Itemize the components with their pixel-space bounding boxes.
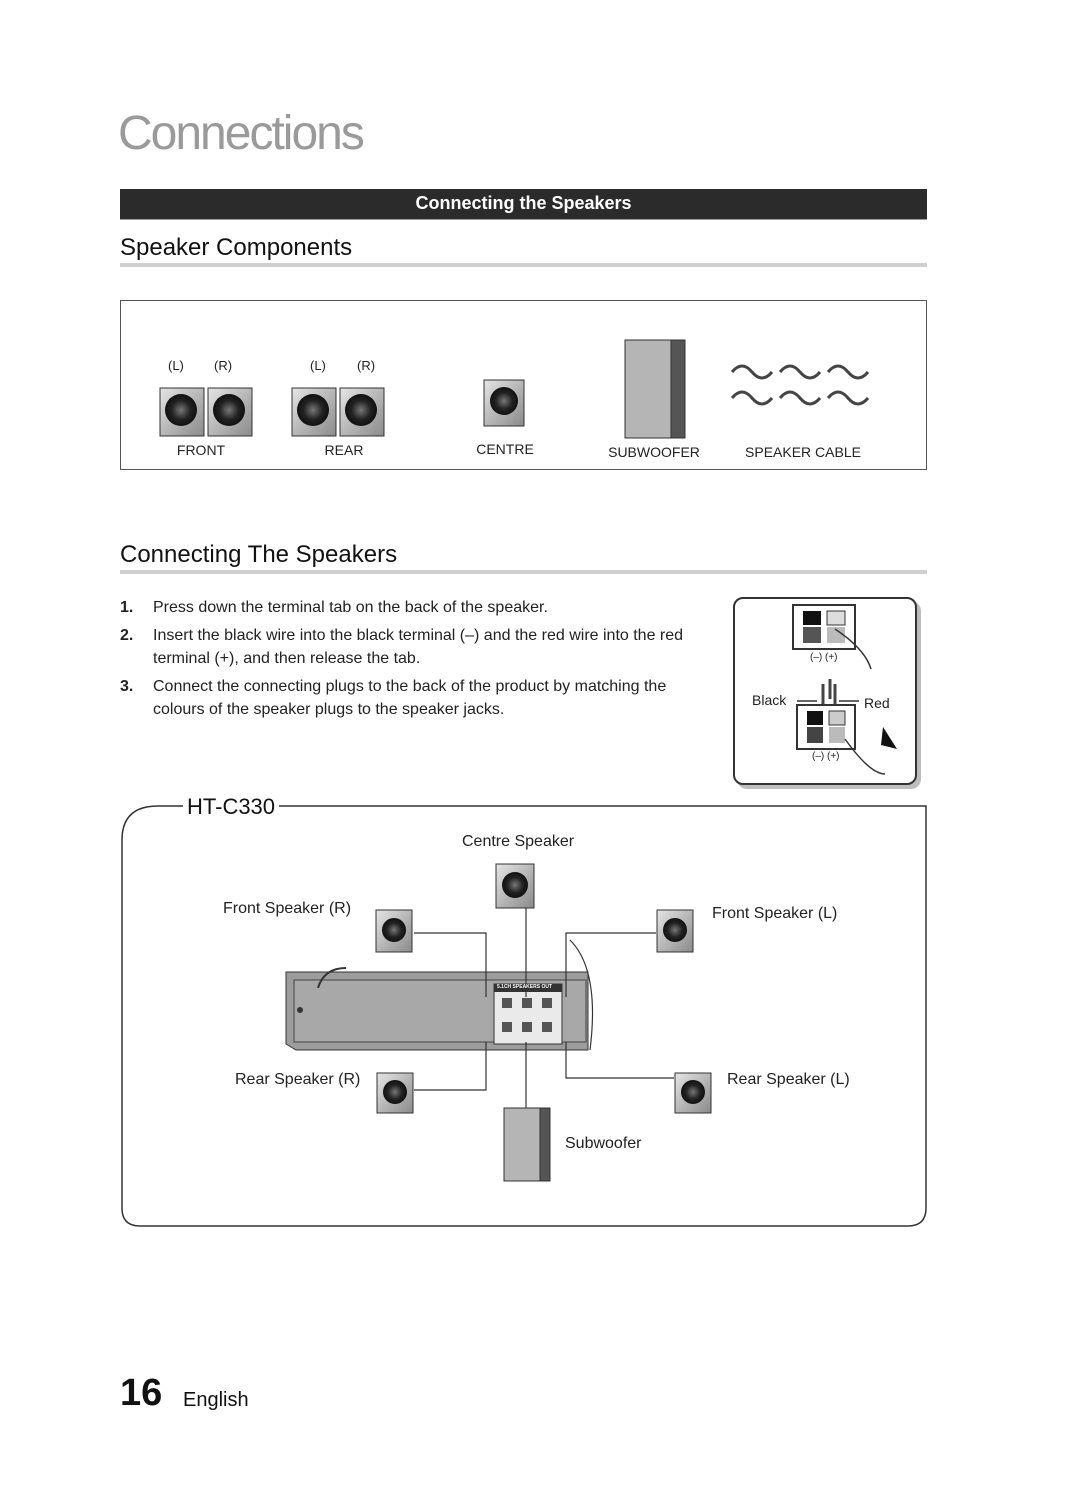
red-label: Red [864,695,890,711]
terminal-bottom-icon [796,704,856,750]
polarity-bottom: (–) (+) [812,751,840,762]
page-number: 16 [120,1372,163,1414]
rear-speaker-r-label: Rear Speaker (R) [235,1071,361,1088]
black-label: Black [752,692,787,708]
speaker-components-heading: Speaker Components [120,234,353,261]
front-speaker-l-label: Front Speaker (L) [712,905,838,922]
connection-wires [414,908,674,1108]
subwoofer-label: SUBWOOFER [608,444,700,460]
rear-speaker-l-label: Rear Speaker (L) [727,1071,850,1088]
press-arrow-icon [881,727,897,749]
front-left-speaker-icon [656,909,694,953]
finger-icon [834,628,872,670]
centre-speaker-label: Centre Speaker [462,833,575,850]
step-number: 1. [120,599,134,616]
page-language: English [183,1389,249,1411]
speaker-out-panel-label: 5.1CH SPEAKERS OUT [497,984,553,990]
subwoofer-icon [624,339,686,439]
finger-icon [844,738,886,775]
speaker-cable-icon [730,364,870,406]
rear-right-speaker-icon [376,1072,414,1114]
rear-left-speaker-icon [291,387,337,437]
front-left-marker: (L) [168,358,184,373]
rear-left-marker: (L) [310,358,326,373]
rear-right-speaker-icon [339,387,385,437]
rear-right-marker: (R) [357,358,376,373]
speaker-cable-label: SPEAKER CABLE [745,444,861,460]
step-2: 2. Insert the black wire into the black … [120,624,710,670]
step-text: Connect the connecting plugs to the back… [153,678,667,718]
front-label: FRONT [176,442,226,458]
terminal-top-icon [792,604,856,650]
connection-diagram [121,805,927,1227]
step-text: Insert the black wire into the black ter… [153,627,684,667]
front-right-marker: (R) [214,358,233,373]
terminal-illustration [792,604,897,775]
step-text: Press down the terminal tab on the back … [153,599,548,616]
polarity-top: (–) (+) [810,652,838,663]
heading-rule [120,570,927,574]
front-right-speaker-icon [207,387,253,437]
step-1: 1. Press down the terminal tab on the ba… [120,596,710,619]
step-3: 3. Connect the connecting plugs to the b… [120,675,710,721]
front-right-speaker-icon [375,909,413,953]
speaker-components-box [120,300,927,470]
front-left-speaker-icon [159,387,205,437]
subwoofer-label: Subwoofer [565,1135,642,1152]
front-speaker-r-label: Front Speaker (R) [223,900,352,917]
section-header: Connecting the Speakers [120,189,927,220]
page-title: Connections [118,107,365,160]
rear-left-speaker-icon [674,1072,712,1114]
connecting-heading: Connecting The Speakers [120,541,398,568]
heading-rule [120,263,927,267]
centre-speaker-icon [495,863,535,909]
subwoofer-icon [503,1107,551,1182]
step-number: 2. [120,627,134,644]
centre-speaker-icon [483,379,525,427]
centre-label: CENTRE [476,441,534,457]
rear-label: REAR [324,442,364,458]
model-label: HT-C330 [183,794,280,820]
speaker-out-panel-icon [493,983,563,1045]
step-number: 3. [120,678,134,695]
speaker-components-illustration [159,339,870,439]
